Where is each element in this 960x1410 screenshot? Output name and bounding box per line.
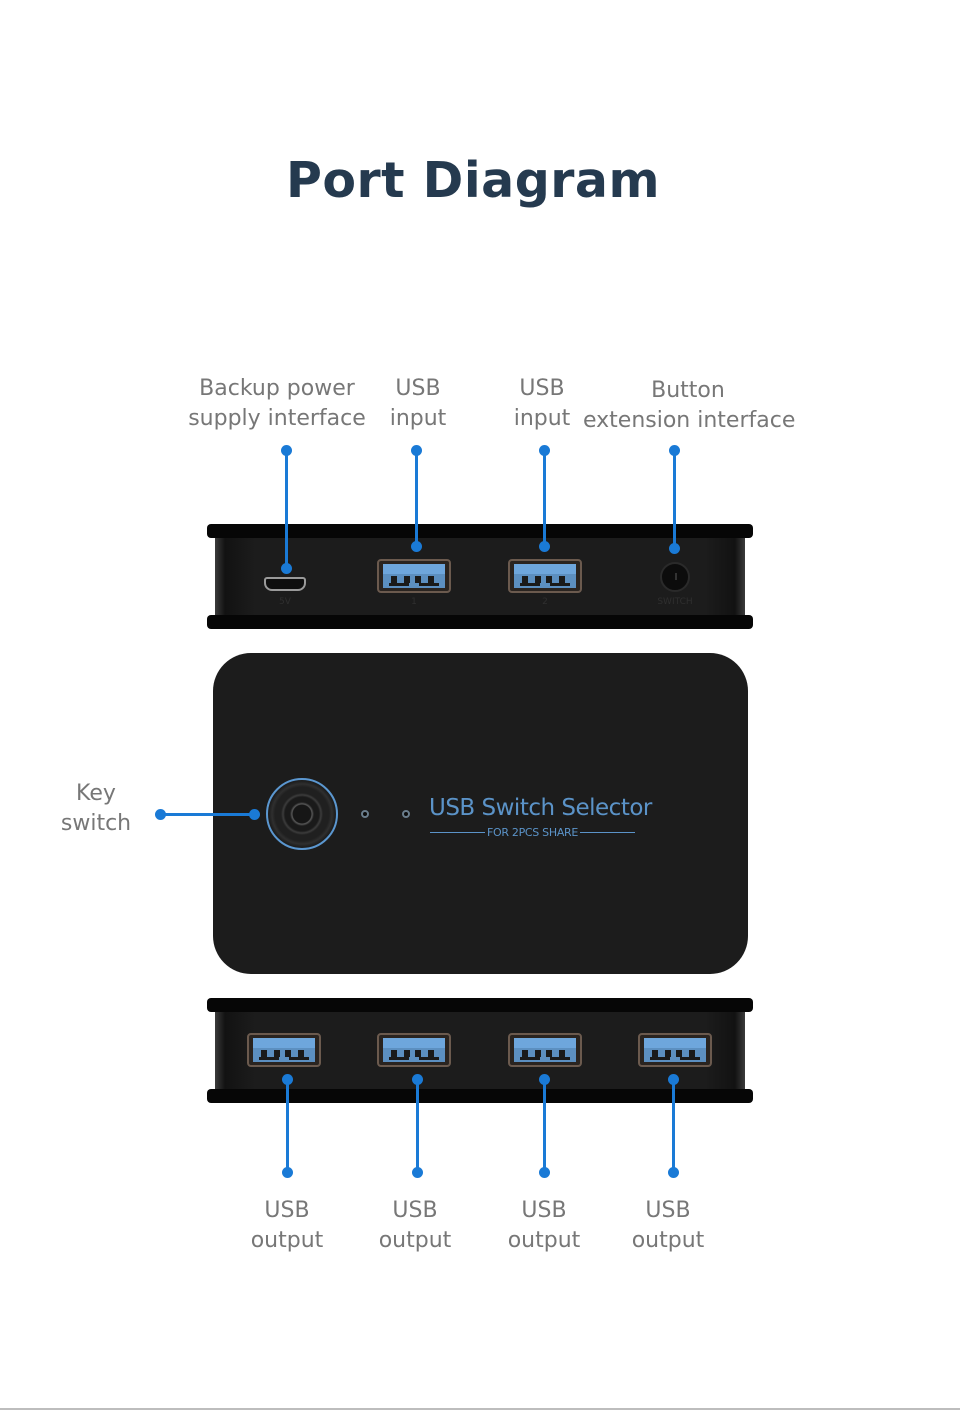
page-bottom-divider [0, 1408, 960, 1410]
label-line2: output [378, 1228, 452, 1253]
usb-input-port-1 [377, 559, 451, 593]
callout-dot [282, 1167, 293, 1178]
subtitle-rule-left [430, 831, 485, 833]
callout-dot [412, 1167, 423, 1178]
callout-line-usb-output-1 [286, 1079, 289, 1172]
device-subtitle: FOR 2PCS SHARE [430, 825, 635, 839]
label-usb-output-1: USB output [247, 1196, 327, 1256]
label-line2: output [631, 1228, 705, 1253]
label-button-extension: Button extension interface [583, 376, 796, 436]
label-line1: Button [651, 378, 725, 403]
callout-line-backup-power [285, 450, 288, 568]
callout-line-button-extension [673, 450, 676, 549]
label-line2: supply interface [188, 406, 366, 431]
callout-dot [411, 541, 422, 552]
page-title: Port Diagram [285, 152, 661, 209]
led-indicator-1 [361, 810, 369, 818]
callout-line-usb-input-1 [415, 450, 418, 546]
label-line2: input [389, 406, 447, 431]
usb-output-port-4 [638, 1033, 712, 1067]
label-line1: USB [519, 376, 565, 401]
callout-line-key-switch [160, 813, 255, 816]
label-line1: Key [76, 781, 116, 806]
port-mark-1: 1 [411, 597, 417, 607]
usb-input-port-2 [508, 559, 582, 593]
key-switch-button [266, 778, 338, 850]
label-line1: USB [264, 1198, 310, 1223]
callout-dot [281, 563, 292, 574]
callout-dot [539, 541, 550, 552]
label-usb-output-3: USB output [504, 1196, 584, 1256]
label-usb-input-1: USB input [378, 374, 458, 434]
panel-bottom-cap [207, 1089, 753, 1103]
callout-dot [539, 1167, 550, 1178]
label-usb-output-4: USB output [628, 1196, 708, 1256]
callout-dot [249, 809, 260, 820]
label-line2: input [513, 406, 571, 431]
label-key-switch: Key switch [55, 779, 137, 839]
callout-dot [669, 543, 680, 554]
label-line1: USB [645, 1198, 691, 1223]
panel-bottom-cap [207, 615, 753, 629]
port-mark-2: 2 [542, 597, 548, 607]
callout-line-usb-output-3 [543, 1079, 546, 1172]
led-indicator-2 [402, 810, 410, 818]
label-usb-output-2: USB output [375, 1196, 455, 1256]
usb-output-port-3 [508, 1033, 582, 1067]
usb-output-port-2 [377, 1033, 451, 1067]
panel-top-cap [207, 524, 753, 538]
rear-port-panel [207, 524, 753, 629]
usb-output-port-1 [247, 1033, 321, 1067]
panel-top-cap [207, 998, 753, 1012]
label-line1: USB [395, 376, 441, 401]
port-mark-5v: 5V [279, 597, 291, 607]
subtitle-rule-right [580, 831, 635, 833]
label-line1: USB [521, 1198, 567, 1223]
label-line2: output [507, 1228, 581, 1253]
device-brand-text: USB Switch Selector [429, 795, 652, 821]
port-mark-switch: SWITCH [657, 597, 693, 607]
label-backup-power: Backup power supply interface [187, 374, 367, 434]
label-line2: switch [60, 811, 132, 836]
switch-jack-port [660, 562, 690, 592]
callout-line-usb-output-2 [416, 1079, 419, 1172]
label-line1: Backup power [199, 376, 355, 401]
panel-body [215, 538, 745, 615]
label-line1: USB [392, 1198, 438, 1223]
callout-dot [668, 1167, 679, 1178]
label-line2: output [250, 1228, 324, 1253]
label-line2: extension interface [583, 408, 796, 433]
callout-line-usb-output-4 [672, 1079, 675, 1172]
label-usb-input-2: USB input [502, 374, 582, 434]
micro-usb-power-port [264, 577, 306, 591]
callout-line-usb-input-2 [543, 450, 546, 546]
subtitle-text: FOR 2PCS SHARE [486, 825, 579, 839]
